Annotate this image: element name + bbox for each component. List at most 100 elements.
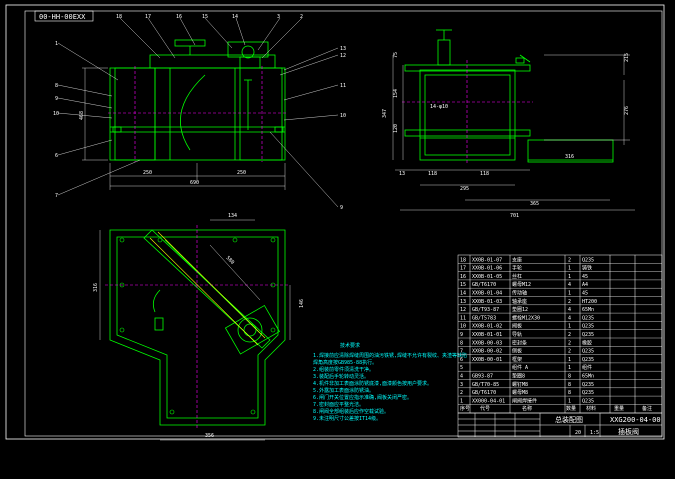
bom-cell: 1: [568, 324, 571, 330]
bom-cell: 2: [568, 299, 571, 305]
front-view-balloons-top: 18 17 16 15 14 3 2: [116, 14, 303, 20]
bom-cell: 丝杠: [512, 273, 522, 280]
bom-cell: 侧板: [512, 348, 522, 355]
bom-cell: 10: [460, 324, 466, 330]
outer-frame: [5, 4, 665, 440]
bom-cell: 18: [460, 257, 466, 263]
bom-header: 序号 代号 名称 数量 材料 重量 备注: [460, 405, 652, 412]
svg-text:名称: 名称: [522, 405, 532, 412]
svg-text:序号: 序号: [460, 405, 470, 412]
drawing-tag-box: [34, 10, 94, 22]
bom-cell: 1: [568, 357, 571, 363]
bom-cell: 3: [460, 382, 463, 388]
bom-cell: 支座: [512, 256, 522, 263]
svg-text:365: 365: [530, 201, 539, 207]
hole-callout: 14-φ10: [430, 104, 448, 110]
bom-cell: 4: [460, 374, 463, 380]
svg-text:11: 11: [340, 83, 346, 89]
svg-text:12: 12: [340, 53, 346, 59]
dim-690: 690: [190, 180, 199, 186]
drawing-number: XXG200-04-00: [610, 416, 661, 424]
bom-cell: 5: [460, 365, 463, 371]
svg-text:重量: 重量: [614, 405, 624, 412]
note-line: 1.焊接前应清除焊缝周围的油污铁锈,焊缝不允许有裂纹、夹渣等缺陷: [313, 352, 467, 359]
front-view-balloons-left: 1 8 9 10 6 7: [53, 41, 59, 199]
bom-cell: A4: [582, 282, 588, 288]
bom-cell: 橡胶: [582, 339, 592, 346]
svg-text:6: 6: [55, 153, 58, 159]
dim-468: 468: [79, 111, 85, 120]
bom-cell: 垫圈12: [512, 306, 528, 313]
bom-table: [457, 254, 663, 414]
balloon-18: 18: [116, 14, 122, 20]
svg-text:215: 215: [624, 53, 630, 62]
svg-text:8: 8: [55, 83, 58, 89]
bom-cell: 4: [568, 307, 571, 313]
bom-cell: 1: [568, 365, 571, 371]
bom-cell: 8: [568, 382, 571, 388]
svg-text:材料: 材料: [586, 405, 596, 412]
bom-cell: Q235: [582, 257, 594, 263]
bom-cell: 9: [460, 332, 463, 338]
bom-cell: GB/T70-85: [472, 382, 499, 388]
bom-cell: XX0B-01-01: [472, 332, 502, 338]
bom-cell: 1: [568, 398, 571, 404]
dim-250-right: 250: [237, 170, 246, 176]
note-line: 9.未注明尺寸公差按IT14级。: [313, 415, 381, 422]
note-line: 焊角高度按GB985-88执行。: [313, 359, 377, 366]
bom-cell: 螺母M12: [512, 281, 531, 288]
svg-text:276: 276: [624, 106, 630, 115]
svg-text:13: 13: [340, 46, 346, 52]
scale: 1:5: [590, 430, 599, 436]
dim-316: 316: [93, 283, 99, 292]
bom-cell: 2: [568, 349, 571, 355]
bom-cell: GB/T6170: [472, 282, 496, 288]
technical-notes: 技术要求 1.焊接前应清除焊缝周围的油污铁锈,焊缝不允许有裂纹、夹渣等缺陷 焊角…: [313, 342, 467, 422]
bom-cell: 8: [568, 390, 571, 396]
note-line: 7.密封面应平整光洁。: [313, 401, 364, 408]
note-line: 2.组装前零件须清洗干净。: [313, 366, 374, 373]
bom-cell: 2: [568, 257, 571, 263]
svg-text:数量: 数量: [566, 405, 576, 412]
svg-text:代号: 代号: [480, 405, 490, 412]
dim-75: 75: [393, 52, 399, 58]
dim-347: 347: [382, 109, 388, 118]
bom-cell: GB93-87: [472, 374, 493, 380]
svg-text:9: 9: [55, 96, 58, 102]
bom-cell: 2: [568, 332, 571, 338]
svg-text:118: 118: [428, 171, 437, 177]
bom-cell: XX0B-01-03: [472, 299, 502, 305]
bom-cell: XX0B-00-01: [472, 357, 502, 363]
bom-cell: 2: [568, 340, 571, 346]
bom-cell: 8: [568, 374, 571, 380]
bom-cell: 11: [460, 315, 466, 321]
bom-cell: 组件 A: [512, 364, 528, 371]
bom-cell: Q235: [582, 382, 594, 388]
bom-cell: 15: [460, 282, 466, 288]
bom-cell: 13: [460, 299, 466, 305]
bom-cell: 1: [568, 291, 571, 297]
svg-text:13: 13: [399, 171, 405, 177]
bom-cell: 4: [568, 282, 571, 288]
bom-cell: GB/T6170: [472, 390, 496, 396]
svg-text:7: 7: [55, 193, 58, 199]
part-name: 插板阀: [618, 427, 639, 436]
bom-cell: 框架: [512, 356, 522, 363]
assembly-label: 总装配图: [555, 415, 583, 424]
dim-134: 134: [228, 213, 237, 219]
front-view-dims: [82, 67, 286, 190]
bom-cell: Q235: [582, 332, 594, 338]
bom-cell: XX0B-01-02: [472, 324, 502, 330]
bom-cell: Q235: [582, 315, 594, 321]
bom-cell: 螺母M8: [512, 389, 528, 396]
balloon-16: 16: [176, 14, 182, 20]
side-view: [404, 29, 614, 163]
bom-cell: 1: [568, 274, 571, 280]
front-view-balloons-right: 13 12 11 10 9: [340, 46, 346, 211]
top-view-hidden: [105, 225, 290, 430]
bom-cell: 密封条: [512, 339, 527, 346]
note-line: 4.机件非加工表面涂防锈底漆,面漆颜色按用户要求。: [313, 380, 432, 387]
bom-cell: 闸阀焊接件: [512, 397, 537, 404]
